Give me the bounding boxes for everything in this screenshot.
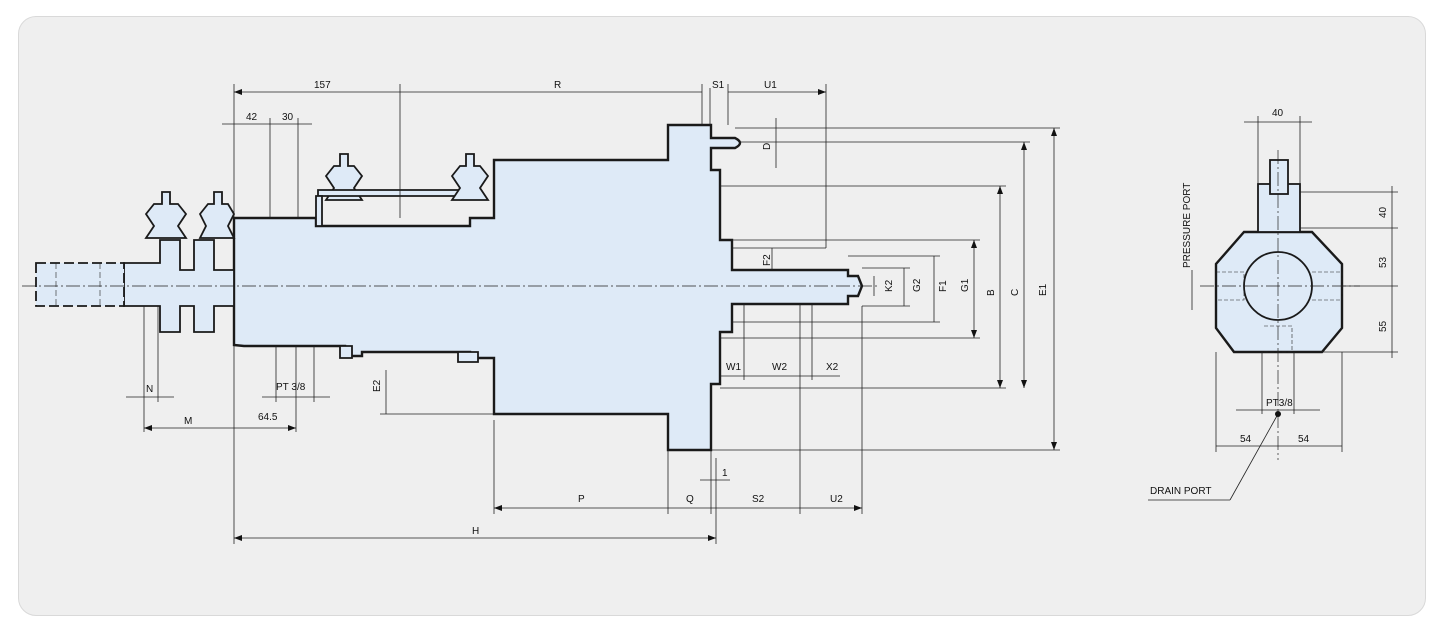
side-dim-53: 53 bbox=[1378, 256, 1389, 268]
dim-Q: Q bbox=[686, 494, 694, 505]
dim-S1: S1 bbox=[712, 80, 725, 91]
pressure-port-label: PRESSURE PORT bbox=[1182, 183, 1193, 268]
dim-F2: F2 bbox=[762, 254, 773, 266]
dim-W2: W2 bbox=[772, 362, 787, 373]
dim-pt-3-8: PT 3/8 bbox=[276, 382, 306, 393]
side-view: 40 40 53 55 PRESSURE PORT PT3/8 54 54 DR… bbox=[1148, 108, 1398, 501]
dim-157: 157 bbox=[314, 80, 331, 91]
dim-U1: U1 bbox=[764, 80, 777, 91]
dim-N: N bbox=[146, 384, 153, 395]
side-dim-54-left: 54 bbox=[1240, 434, 1252, 445]
dim-W1: W1 bbox=[726, 362, 741, 373]
dim-64-5: 64.5 bbox=[258, 412, 278, 423]
valve-right bbox=[450, 153, 490, 201]
side-dim-55: 55 bbox=[1378, 320, 1389, 332]
side-dim-54-right: 54 bbox=[1298, 434, 1310, 445]
dim-F1: F1 bbox=[938, 280, 949, 292]
drain-port-label: DRAIN PORT bbox=[1150, 486, 1212, 497]
dim-K2: K2 bbox=[884, 279, 895, 292]
dim-G1: G1 bbox=[960, 278, 971, 292]
side-port-stem bbox=[1269, 159, 1289, 195]
dim-D: D bbox=[762, 143, 773, 150]
dim-42: 42 bbox=[246, 112, 258, 123]
dim-G2: G2 bbox=[912, 278, 923, 292]
side-dim-40-top: 40 bbox=[1272, 108, 1284, 119]
side-pt38-label: PT3/8 bbox=[1266, 398, 1293, 409]
main-labels: 157 R S1 U1 42 30 D F2 K2 G2 F1 G1 B C E… bbox=[146, 80, 1049, 537]
dim-C: C bbox=[1010, 289, 1021, 296]
dim-M: M bbox=[184, 416, 192, 427]
side-dim-40: 40 bbox=[1378, 206, 1389, 218]
dim-U2: U2 bbox=[830, 494, 843, 505]
dim-B: B bbox=[986, 289, 997, 296]
dim-R: R bbox=[554, 80, 561, 91]
dim-X2: X2 bbox=[826, 362, 839, 373]
dim-P: P bbox=[578, 494, 585, 505]
dim-H: H bbox=[472, 526, 479, 537]
dim-1: 1 bbox=[722, 468, 728, 479]
valve-left-2 bbox=[198, 191, 236, 239]
valve-mid bbox=[315, 153, 471, 227]
drain-port-dot bbox=[1275, 411, 1281, 417]
dim-30: 30 bbox=[282, 112, 294, 123]
dimension-lines bbox=[126, 84, 1060, 544]
valve-left-1 bbox=[144, 191, 188, 239]
main-cylinder-body bbox=[22, 123, 880, 452]
dim-S2: S2 bbox=[752, 494, 765, 505]
dim-E2: E2 bbox=[372, 379, 383, 392]
dim-E1: E1 bbox=[1038, 283, 1049, 296]
